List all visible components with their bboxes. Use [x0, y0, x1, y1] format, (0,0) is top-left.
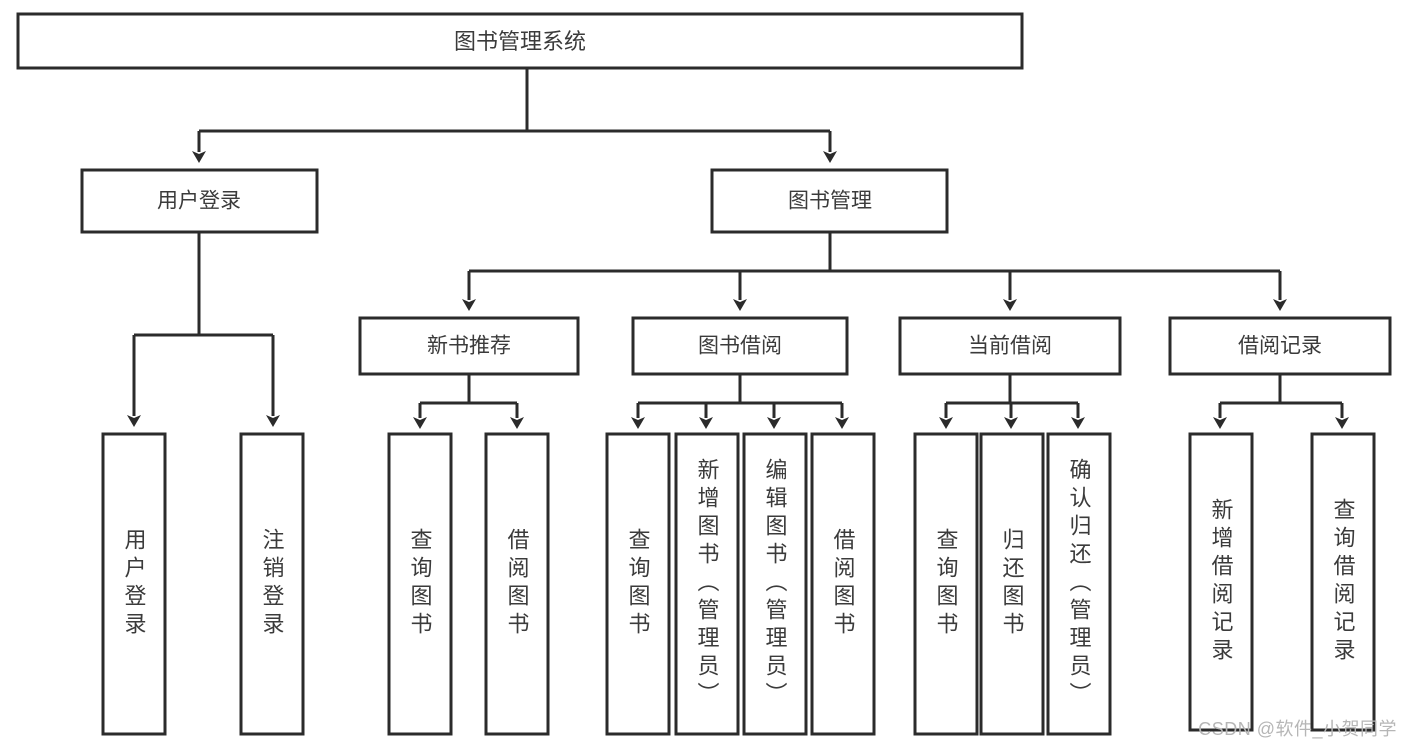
- node-current-borrow[interactable]: 当前借阅: [898, 316, 1122, 376]
- leaf-box-book-borrow-0[interactable]: [605, 432, 671, 736]
- node-user-login[interactable]: 用户登录: [80, 168, 319, 234]
- node-book-manage[interactable]: 图书管理: [710, 168, 949, 234]
- leaf-box-book-borrow-1[interactable]: [674, 432, 740, 736]
- node-current-borrow-label: 当前借阅: [968, 335, 1052, 358]
- leaf-box-book-borrow-2[interactable]: [742, 432, 808, 736]
- leaf-box-new-book-1[interactable]: [484, 432, 550, 736]
- leaf-box-new-book-0[interactable]: [387, 432, 453, 736]
- leaf-box-user-login-1[interactable]: [239, 432, 305, 736]
- node-borrow-record-label: 借阅记录: [1238, 335, 1322, 358]
- node-user-login-label: 用户登录: [157, 190, 241, 213]
- node-new-book-recommend-label: 新书推荐: [427, 335, 511, 358]
- connector-root-to-level2: [192, 68, 837, 163]
- leaf-box-current-borrow-1[interactable]: [979, 432, 1045, 736]
- node-new-book-recommend[interactable]: 新书推荐: [358, 316, 580, 376]
- connector-book-manage-to-level3: [462, 232, 1287, 311]
- connector-book-borrow-to-leaves: [631, 374, 849, 429]
- leaf-box-user-login-0[interactable]: [101, 432, 167, 736]
- leaf-box-borrow-record-1[interactable]: [1310, 432, 1376, 732]
- leaf-box-current-borrow-0[interactable]: [913, 432, 979, 736]
- connector-current-borrow-to-leaves: [939, 374, 1085, 429]
- leaf-box-borrow-record-0[interactable]: [1188, 432, 1254, 732]
- node-root[interactable]: 图书管理系统: [16, 12, 1024, 70]
- node-book-borrow-label: 图书借阅: [698, 335, 782, 358]
- leaf-box-book-borrow-3[interactable]: [810, 432, 876, 736]
- node-book-borrow[interactable]: 图书借阅: [631, 316, 849, 376]
- connector-borrow-record-to-leaves: [1213, 374, 1349, 429]
- node-root-label: 图书管理系统: [454, 29, 586, 54]
- node-borrow-record[interactable]: 借阅记录: [1168, 316, 1392, 376]
- node-book-manage-label: 图书管理: [788, 190, 872, 213]
- leaf-box-current-borrow-2[interactable]: [1046, 432, 1112, 736]
- watermark-text: CSDN @软件_小贺同学: [1198, 719, 1397, 739]
- connector-new-book-to-leaves: [413, 374, 524, 429]
- connector-user-login-to-leaves: [127, 232, 280, 427]
